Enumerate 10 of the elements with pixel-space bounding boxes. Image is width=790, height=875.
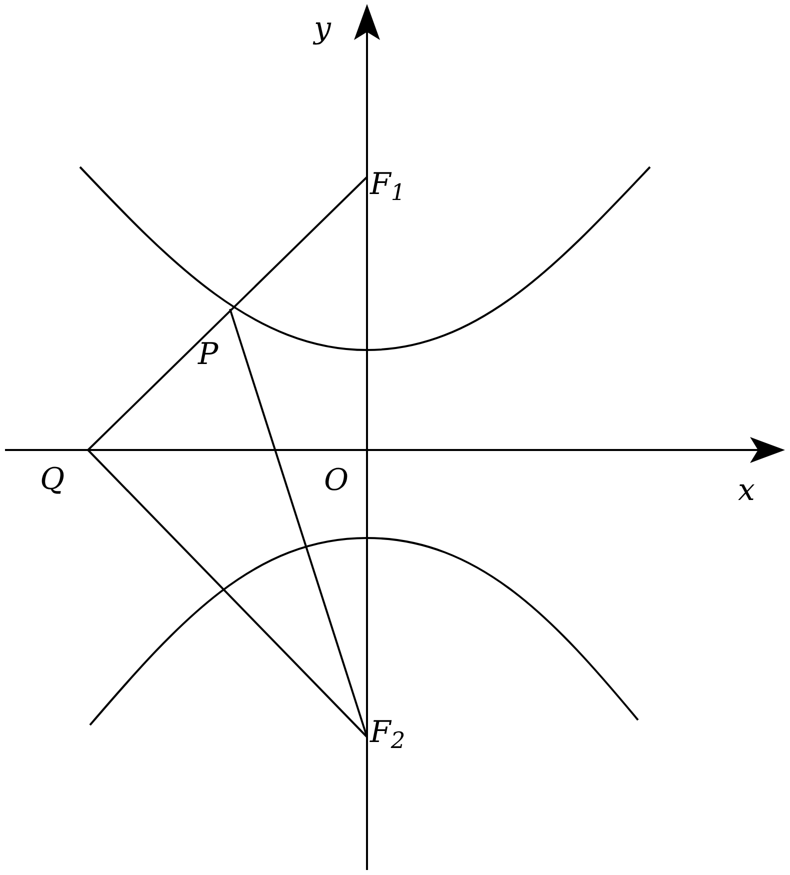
x-axis-label: x (738, 476, 755, 506)
line-segment (229, 308, 368, 738)
line-segment (87, 176, 368, 451)
line-segment (87, 449, 368, 738)
point-label: P (198, 340, 218, 370)
point-label: Q (40, 465, 65, 495)
y-axis-label: y (314, 14, 331, 44)
origin-label: O (324, 466, 349, 496)
point-label: F$_{2}$ (370, 718, 406, 748)
point-label: F$_{1}$ (370, 170, 406, 200)
